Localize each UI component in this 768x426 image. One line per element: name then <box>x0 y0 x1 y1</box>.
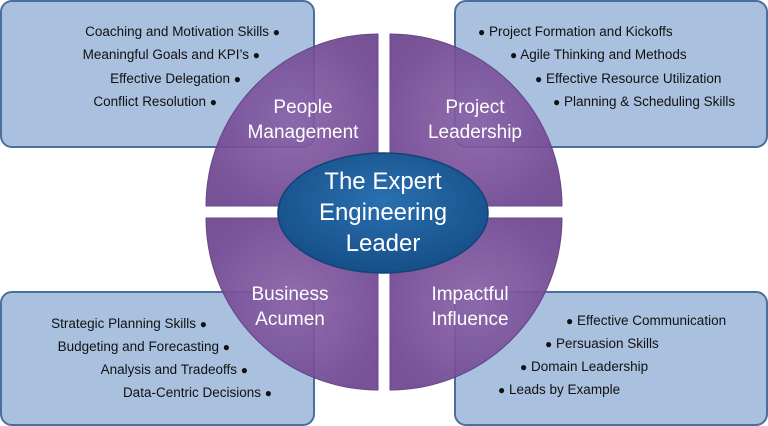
list-item: ● Domain Leadership <box>520 359 649 374</box>
center-title: The Expert Engineering Leader <box>318 168 448 257</box>
list-item: ● Effective Communication <box>566 313 727 328</box>
list-item: ● Leads by Example <box>498 382 621 397</box>
list-item: Meaningful Goals and KPI’s ● <box>82 47 260 62</box>
list-item: ● Effective Resource Utilization <box>535 71 722 86</box>
list-item: Conflict Resolution ● <box>93 94 217 109</box>
people-management-box: Coaching and Motivation Skills ● Meaning… <box>0 0 315 148</box>
quadrant-label-people-management: People Management <box>247 97 359 143</box>
quadrant-label-business-acumen: Business Acumen <box>251 284 329 330</box>
list-item: ● Agile Thinking and Methods <box>510 47 687 62</box>
list-item: ● Persuasion Skills <box>545 336 659 351</box>
list-item: Strategic Planning Skills ● <box>51 316 207 331</box>
quadrant-label-project-leadership: Project Leadership <box>427 97 523 143</box>
list-item: Data-Centric Decisions ● <box>122 385 272 400</box>
list-item: Effective Delegation ● <box>110 71 241 86</box>
list-item: ● Project Formation and Kickoffs <box>478 24 673 39</box>
center-ellipse <box>277 152 489 274</box>
list-item: Budgeting and Forecasting ● <box>57 339 230 354</box>
list-item: Coaching and Motivation Skills ● <box>85 24 280 39</box>
list-item: Analysis and Tradeoffs ● <box>100 362 248 377</box>
quadrant-label-impactful-influence: Impactful Influence <box>431 284 509 330</box>
list-item: ● Planning & Scheduling Skills <box>553 94 736 109</box>
